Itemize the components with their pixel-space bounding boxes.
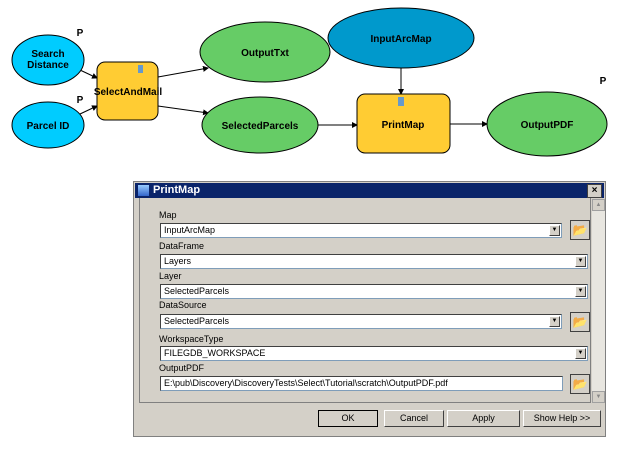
svg-text:Parcel ID: Parcel ID [27, 121, 70, 132]
script-icon [138, 185, 149, 196]
close-button[interactable]: × [587, 184, 602, 198]
map-combo[interactable]: InputArcMap▼ [160, 223, 562, 238]
browse-folder-button[interactable]: 📂 [570, 312, 590, 332]
tool-icon [138, 65, 143, 73]
output-txt-node[interactable] [199, 21, 331, 83]
svg-text:OutputPDF: OutputPDF [521, 120, 574, 131]
workspacetype-label: WorkspaceType [159, 334, 224, 344]
parameter-marker: P [77, 28, 84, 39]
title-bar[interactable]: PrintMap × [135, 183, 604, 198]
dataframe-combo[interactable]: Layers▼ [160, 254, 588, 269]
select-and-mail-tool[interactable] [96, 61, 159, 121]
workspacetype-combo[interactable]: FILEGDB_WORKSPACE▼ [160, 346, 588, 361]
selected-parcels-node[interactable] [201, 96, 319, 154]
svg-text:PrintMap: PrintMap [382, 120, 425, 131]
output-pdf-node[interactable] [486, 91, 608, 157]
vertical-scrollbar[interactable]: ▲ ▼ [592, 199, 605, 403]
layer-label: Layer [159, 271, 182, 281]
outputpdf-input[interactable]: E:\pub\Discovery\DiscoveryTests\Select\T… [160, 376, 563, 391]
datasource-label: DataSource [159, 300, 207, 310]
script-icon [398, 97, 404, 106]
svg-text:OutputTxt: OutputTxt [241, 48, 289, 59]
browse-folder-button[interactable]: 📂 [570, 374, 590, 394]
input-arc-map-node[interactable] [327, 7, 475, 69]
parameters-panel: Map InputArcMap▼ 📂 DataFrame Layers▼ Lay… [139, 198, 591, 403]
search-distance-node[interactable] [11, 34, 85, 86]
svg-text:SelectAndMail: SelectAndMail [94, 87, 163, 98]
print-map-tool[interactable] [356, 93, 451, 154]
print-map-dialog: PrintMap × Map InputArcMap▼ 📂 DataFrame … [133, 181, 606, 437]
chevron-down-icon[interactable]: ▼ [575, 348, 586, 359]
browse-folder-button[interactable]: 📂 [570, 220, 590, 240]
parameter-marker: P [77, 95, 84, 106]
datasource-combo[interactable]: SelectedParcels▼ [160, 314, 562, 329]
scroll-up-button[interactable]: ▲ [592, 199, 605, 211]
apply-button[interactable]: Apply [447, 410, 520, 427]
chevron-down-icon[interactable]: ▼ [549, 225, 560, 236]
outputpdf-label: OutputPDF [159, 363, 205, 373]
chevron-down-icon[interactable]: ▼ [575, 256, 586, 267]
chevron-down-icon[interactable]: ▼ [575, 286, 586, 297]
show-help-button[interactable]: Show Help >> [523, 410, 601, 427]
chevron-down-icon[interactable]: ▼ [549, 316, 560, 327]
ok-button[interactable]: OK [318, 410, 378, 427]
scroll-down-button[interactable]: ▼ [592, 391, 605, 403]
dataframe-label: DataFrame [159, 241, 205, 251]
parameter-marker: P [600, 76, 607, 87]
layer-combo[interactable]: SelectedParcels▼ [160, 284, 588, 299]
svg-text:SelectedParcels: SelectedParcels [222, 121, 299, 132]
cancel-button[interactable]: Cancel [384, 410, 444, 427]
map-label: Map [159, 210, 177, 220]
svg-text:InputArcMap: InputArcMap [370, 34, 431, 45]
parcel-id-node[interactable] [11, 101, 85, 149]
